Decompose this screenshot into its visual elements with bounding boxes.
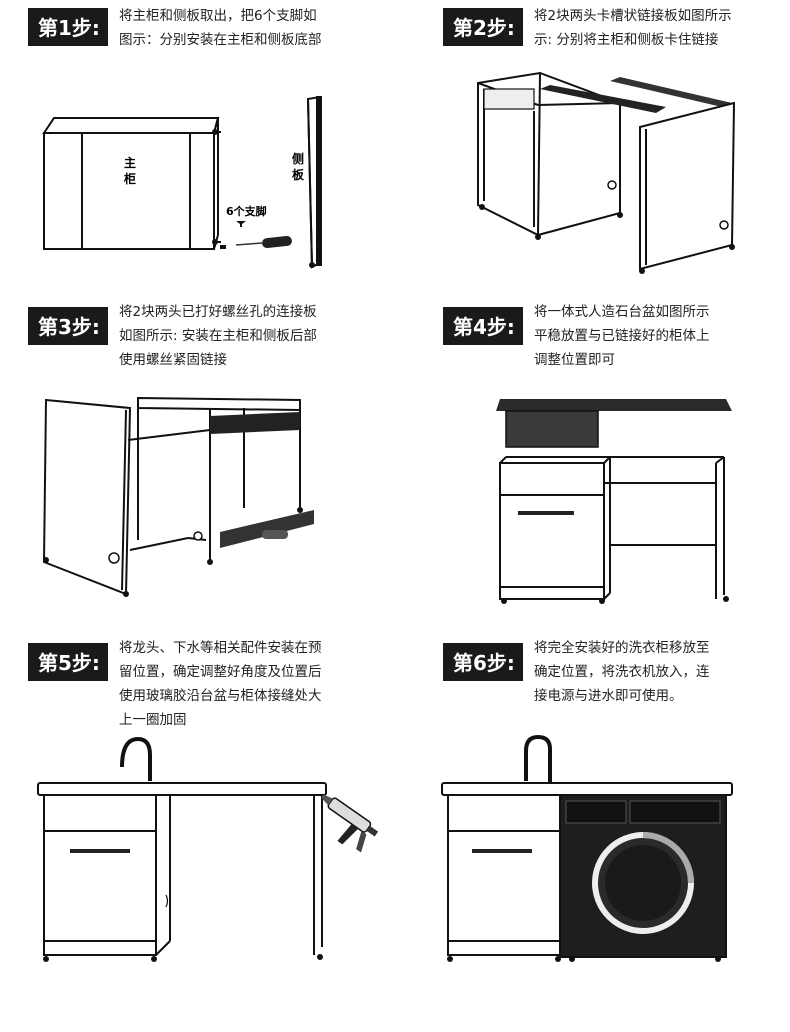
step-5-illustration: [37, 736, 379, 962]
step-1-badge: 第1步:: [28, 8, 108, 46]
legs-label: 6个支脚: [226, 204, 267, 218]
leg-icon: [447, 956, 721, 962]
step-1-illustration: 主 柜 侧 板 6个支脚: [42, 95, 322, 269]
leg-icon: [479, 204, 735, 274]
main-cabinet-label-char-2: 柜: [123, 171, 136, 186]
stone-countertop: [496, 399, 732, 448]
main-cabinet: [499, 456, 725, 600]
screwdriver-icon: [233, 530, 288, 539]
step-3-description: 将2块两头已打好螺丝孔的连接板 如图所示: 安装在主柜和侧板后部 使用螺丝紧固链…: [119, 304, 317, 368]
step-3-illustration: [42, 396, 314, 597]
cabinet-handle: [472, 849, 532, 853]
step-3-badge: 第3步:: [28, 307, 108, 345]
washing-machine: [559, 794, 727, 958]
cabinet-with-countertop: [441, 782, 733, 956]
screwdriver-icon: [235, 235, 292, 249]
leg-icon: [43, 954, 323, 962]
step-2-illustration: [477, 71, 736, 274]
step-2-badge: 第2步:: [443, 8, 523, 46]
main-cabinet: [42, 117, 220, 250]
connecting-plates: [540, 77, 732, 113]
side-panel: [639, 101, 736, 271]
step-4-illustration: [496, 399, 732, 604]
step-6-illustration: [441, 735, 733, 962]
step-1-description: 将主柜和侧板取出，把6个支脚如 图示：分别安装在主柜和侧板底部: [119, 8, 322, 48]
leg-icon: [43, 507, 303, 597]
step-4-description: 将一体式人造石台盆如图所示 平稳放置与已链接好的柜体上 调整位置即可: [534, 304, 710, 368]
step-5-description: 将龙头、下水等相关配件安装在预 留位置，确定调整好角度及位置后 使用玻璃胶沿台盆…: [119, 640, 322, 728]
cabinet-handle: [518, 511, 574, 515]
faucet-icon: [524, 735, 552, 785]
step-5-badge: 第5步:: [28, 643, 108, 681]
step-4-badge: 第4步:: [443, 307, 523, 345]
connecting-plates: [210, 412, 314, 548]
side-panel: [306, 95, 322, 269]
cabinet-handle: [70, 849, 130, 853]
caulking-gun-icon: [321, 794, 379, 853]
step-6-description: 将完全安装好的洗衣柜移放至 确定位置，将洗衣机放入，连 接电源与进水即可使用。: [534, 640, 710, 704]
side-panel-label-char-2: 板: [292, 167, 305, 182]
main-cabinet-label-char-1: 主: [124, 155, 136, 170]
cabinet-with-countertop: [37, 782, 327, 956]
leg-icon: [212, 129, 315, 268]
step-2-description: 将2块两头卡槽状链接板如图所示 示: 分别将主柜和侧板卡住链接: [534, 8, 732, 48]
leg-icon: [501, 596, 729, 604]
side-panel-label-char-1: 侧: [292, 151, 304, 166]
side-panel: [42, 398, 132, 596]
faucet-icon: [120, 736, 152, 781]
step-6-badge: 第6步:: [443, 643, 523, 681]
